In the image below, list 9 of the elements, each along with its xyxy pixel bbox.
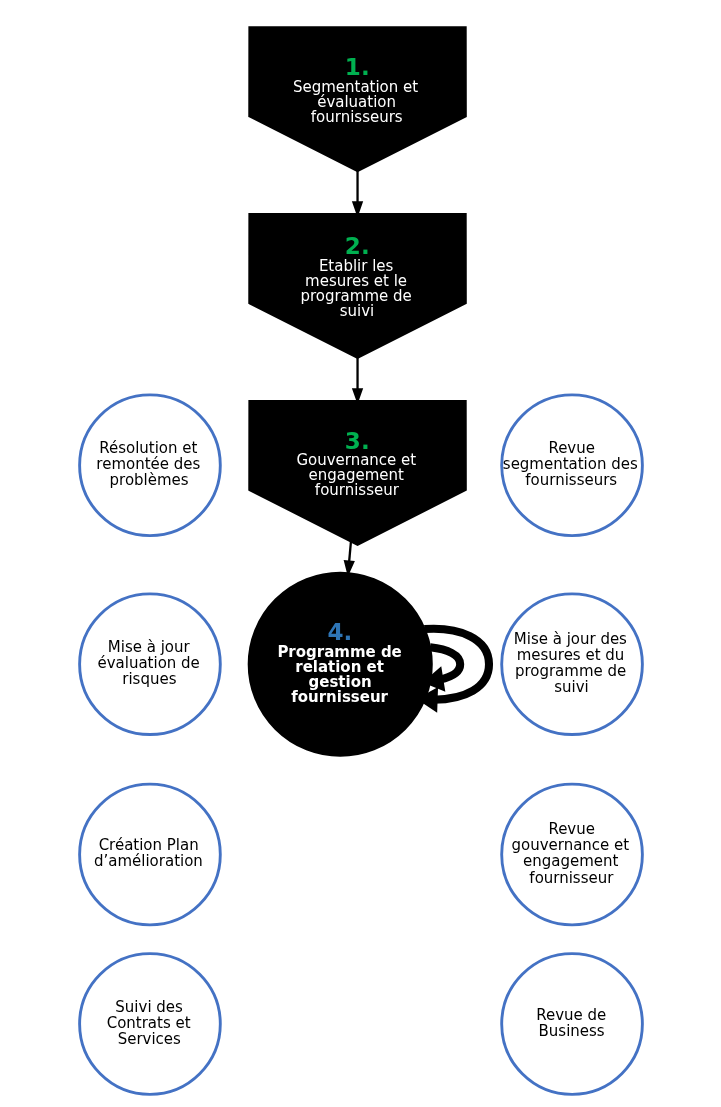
node-circle: Mise à jour évaluation de risques bbox=[77, 592, 222, 736]
node-circle: 4. Programme de relation et gestion fournisseur bbox=[247, 571, 433, 757]
node-circle: Création Plan d’amélioration bbox=[77, 782, 222, 927]
node-circle: Résolution et remontée des problèmes bbox=[77, 393, 222, 538]
node-circle: Revue gouvernance et engagement fournisseur bbox=[499, 782, 644, 927]
node-circle: Revue de Business bbox=[499, 952, 644, 1096]
node-circle: Mise à jour des mesures et du programme de suivi bbox=[499, 592, 644, 736]
node-circle: Suivi des Contrats et Services bbox=[77, 952, 222, 1096]
node-circle: Revue segmentation des fournisseurs bbox=[499, 393, 644, 538]
